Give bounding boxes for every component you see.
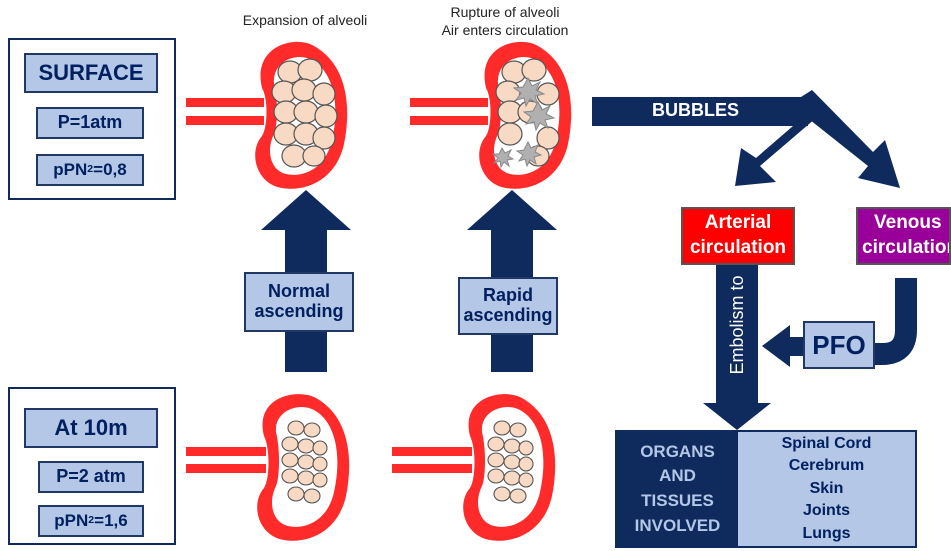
normal-ascending-line1: Normal — [268, 282, 330, 302]
embolism-label: Embolism to — [724, 265, 750, 385]
surface-ppn2-value: =0,8 — [93, 161, 127, 180]
caption-expansion: Expansion of alveoli — [210, 12, 400, 30]
lung-ruptured — [410, 42, 571, 189]
organs-heading-line4: INVOLVED — [617, 514, 738, 539]
rapid-ascending-line2: ascending — [463, 306, 552, 326]
pfo-arrow — [762, 325, 804, 367]
organ-item: Lungs — [738, 523, 915, 545]
lung-compressed-1 — [186, 394, 349, 541]
surface-title: SURFACE — [24, 53, 158, 93]
arterial-circulation-box: Arterial circulation — [681, 207, 795, 265]
organs-list: Spinal Cord Cerebrum Skin Joints Lungs — [738, 432, 915, 546]
arterial-line1: Arterial — [705, 211, 772, 236]
arterial-line2: circulation — [690, 236, 786, 261]
venous-to-pfo-connector — [870, 278, 906, 354]
venous-line2: circulation — [862, 236, 951, 261]
depth-title: At 10m — [24, 408, 158, 448]
rapid-ascending-line1: Rapid — [483, 286, 533, 306]
venous-line1: Venous — [862, 211, 942, 236]
organs-heading: ORGANS AND TISSUES INVOLVED — [617, 432, 738, 546]
organs-heading-line2: AND — [617, 464, 738, 489]
caption-rupture: Rupture of alveoli Air enters circulatio… — [410, 4, 600, 39]
organ-item: Skin — [738, 478, 915, 500]
pfo-label: PFO — [803, 321, 875, 369]
rapid-ascending-label: Rapid ascending — [458, 277, 558, 335]
caption-rupture-line2: Air enters circulation — [442, 22, 569, 38]
organ-item: Spinal Cord — [738, 433, 915, 455]
normal-ascending-line2: ascending — [254, 302, 343, 322]
organs-box: ORGANS AND TISSUES INVOLVED Spinal Cord … — [615, 430, 917, 548]
depth-pressure: P=2 atm — [38, 461, 144, 493]
organ-item: Joints — [738, 500, 915, 522]
surface-pressure: P=1atm — [36, 107, 144, 139]
organs-heading-line1: ORGANS — [617, 440, 738, 465]
depth-ppn2-value: =1,6 — [94, 512, 128, 531]
lung-compressed-2 — [392, 394, 555, 541]
surface-ppn2-prefix: pPN — [53, 161, 87, 180]
normal-ascending-label: Normal ascending — [244, 272, 354, 332]
organ-item: Cerebrum — [738, 455, 915, 477]
bubbles-label: BUBBLES — [652, 100, 739, 121]
bubbles-arrow — [592, 90, 900, 188]
organs-heading-line3: TISSUES — [617, 489, 738, 514]
lung-expanded — [186, 42, 347, 189]
venous-circulation-box: Venous circulation — [856, 207, 951, 265]
caption-rupture-line1: Rupture of alveoli — [451, 4, 560, 20]
depth-ppn2-prefix: pPN — [54, 512, 88, 531]
